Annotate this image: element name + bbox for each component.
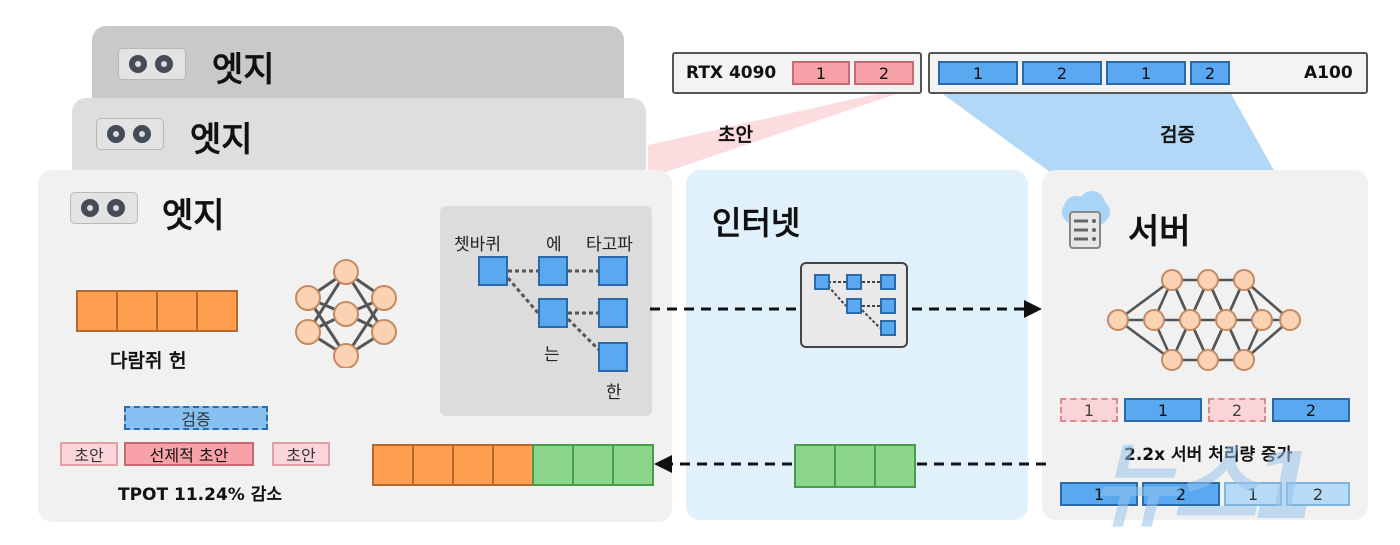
rtx4090-label: RTX 4090	[686, 63, 777, 83]
verify-slot: 2	[1272, 398, 1350, 422]
accepted-token	[834, 444, 876, 488]
result-token	[372, 444, 414, 486]
draft-slot: 1	[792, 61, 850, 85]
accepted-token	[532, 444, 574, 486]
verify-slot: 2	[1022, 61, 1102, 85]
tree-word: 에	[546, 235, 562, 255]
network-node	[1233, 269, 1255, 291]
draft-slot: 1	[1060, 398, 1118, 422]
tree-node	[846, 274, 862, 290]
target-model-network	[1107, 269, 1301, 371]
draft-slot: 2	[1208, 398, 1266, 422]
tree-word: 쳇바퀴	[454, 235, 501, 255]
cloud-server-icon	[1062, 191, 1110, 249]
edge-title: 엣지	[162, 196, 225, 236]
draft-model-network	[295, 259, 397, 368]
accepted-token	[612, 444, 654, 486]
network-node	[1161, 349, 1183, 371]
draft-words: 다람쥐 헌	[110, 350, 187, 372]
tree-node	[538, 298, 568, 328]
tree-connectors	[506, 269, 602, 353]
verify-slot: 2	[1190, 61, 1230, 85]
watermark-logo: 뉴스1	[1092, 433, 1317, 540]
verify-bar: 검증	[124, 406, 268, 430]
edge-title-back: 엣지	[212, 50, 275, 90]
tree-word: 한	[606, 383, 622, 403]
tree-word: 타고파	[586, 235, 633, 255]
gpu-icon	[118, 48, 186, 80]
a100-timeline: 1 2 1 2 A100	[928, 52, 1368, 94]
a100-label: A100	[1304, 63, 1353, 83]
tree-node	[814, 274, 830, 290]
tree-node	[478, 256, 508, 286]
verify-slot: 1	[1106, 61, 1186, 85]
tree-node	[538, 256, 568, 286]
accepted-token	[874, 444, 916, 488]
draft-token	[116, 290, 158, 332]
tree-node	[880, 320, 896, 336]
result-token	[492, 444, 534, 486]
draft-label: 초안	[718, 124, 753, 146]
network-node	[1197, 269, 1219, 291]
packet-connectors	[827, 281, 881, 329]
verify-slot: 2	[1286, 482, 1350, 506]
verify-slot: 1	[1124, 398, 1202, 422]
tree-node	[846, 298, 862, 314]
tree-node	[598, 256, 628, 286]
network-node	[1215, 309, 1237, 331]
result-token	[412, 444, 454, 486]
accepted-token	[794, 444, 836, 488]
network-node	[1143, 309, 1165, 331]
tree-node	[880, 298, 896, 314]
internet-panel: 인터넷	[686, 170, 1028, 520]
network-node	[1251, 309, 1273, 331]
verify-slot: 1	[1224, 482, 1282, 506]
network-node	[1233, 349, 1255, 371]
draft-bar-right: 초안	[272, 442, 330, 466]
edge-title-middle: 엣지	[190, 120, 253, 160]
rtx4090-timeline: RTX 4090 1 2	[672, 52, 922, 94]
network-node	[1179, 309, 1201, 331]
network-node	[1279, 309, 1301, 331]
draft-slot: 2	[854, 61, 914, 85]
internet-title: 인터넷	[712, 204, 801, 242]
server-title: 서버	[1128, 212, 1191, 252]
network-node	[1161, 269, 1183, 291]
verify-projection	[940, 92, 1275, 172]
preemptive-draft-bar: 선제적 초안	[124, 442, 254, 466]
verify-slot: 1	[1060, 482, 1138, 506]
network-node	[1197, 349, 1219, 371]
throughput-increase: 2.2x 서버 처리량 증가	[1124, 445, 1293, 465]
network-node	[1107, 309, 1129, 331]
tree-node	[880, 274, 896, 290]
draft-token	[156, 290, 198, 332]
verify-label: 검증	[1160, 124, 1195, 146]
verify-slot: 1	[938, 61, 1018, 85]
result-token	[452, 444, 494, 486]
draft-projection	[648, 92, 902, 178]
tree-word: 는	[544, 345, 560, 365]
draft-bar-left: 초안	[60, 442, 118, 466]
tpot-reduction: TPOT 11.24% 감소	[118, 485, 283, 505]
verify-slot: 2	[1142, 482, 1220, 506]
accepted-token	[572, 444, 614, 486]
network-edge	[1117, 318, 1173, 362]
draft-token	[196, 290, 238, 332]
tree-packet	[800, 262, 908, 348]
server-panel: 서버 1 1 2 2 2.2x 서버 처리량 증가 1 2 1 2	[1042, 170, 1368, 520]
gpu-icon	[70, 192, 138, 224]
draft-token	[76, 290, 118, 332]
network-edge	[1117, 278, 1173, 322]
token-tree-box: 쳇바퀴 에 타고파 는 한	[440, 206, 652, 416]
gpu-icon	[96, 118, 164, 150]
tree-node	[598, 298, 628, 328]
edge-panel: 엣지 다람쥐 헌 쳇바퀴 에	[38, 170, 672, 522]
tree-node	[598, 342, 628, 372]
